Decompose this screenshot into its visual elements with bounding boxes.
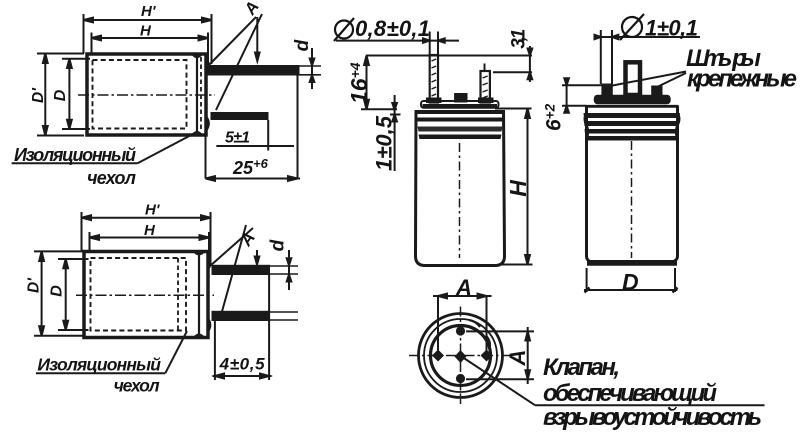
svg-text:H: H — [505, 180, 531, 197]
svg-text:Изоляционный: Изоляционный — [14, 145, 136, 165]
svg-text:D': D' — [26, 277, 43, 293]
svg-text:1±0,1: 1±0,1 — [645, 16, 698, 41]
svg-text:d: d — [268, 239, 289, 251]
svg-text:H': H' — [145, 202, 160, 219]
svg-text:A: A — [505, 350, 530, 367]
svg-text:H: H — [144, 222, 156, 239]
svg-text:обеспечивающий: обеспечивающий — [543, 380, 717, 407]
svg-text:Изоляционный: Изоляционный — [37, 355, 161, 375]
svg-text:3,1: 3,1 — [509, 29, 530, 49]
svg-text:H: H — [140, 23, 152, 40]
svg-text:D: D — [52, 89, 69, 101]
svg-text:Клапан,: Клапан, — [543, 354, 620, 381]
svg-text:взрывоустойчивость: взрывоустойчивость — [543, 404, 762, 431]
svg-text:5±1: 5±1 — [225, 130, 250, 147]
svg-text:крепежные: крепежные — [687, 66, 797, 93]
svg-text:A: A — [455, 275, 472, 300]
svg-text:1±0,5: 1±0,5 — [372, 115, 397, 171]
svg-text:чехол: чехол — [114, 376, 160, 396]
svg-text:Штыры: Штыры — [686, 45, 762, 72]
svg-text:D: D — [49, 285, 66, 297]
svg-text:0,8±0,1: 0,8±0,1 — [355, 16, 430, 41]
svg-text:d: d — [292, 39, 313, 51]
svg-text:H': H' — [141, 3, 156, 20]
svg-text:чехол: чехол — [87, 168, 136, 188]
svg-text:D': D' — [30, 87, 47, 103]
svg-text:4±0,5: 4±0,5 — [219, 355, 266, 374]
svg-text:D: D — [622, 269, 639, 295]
